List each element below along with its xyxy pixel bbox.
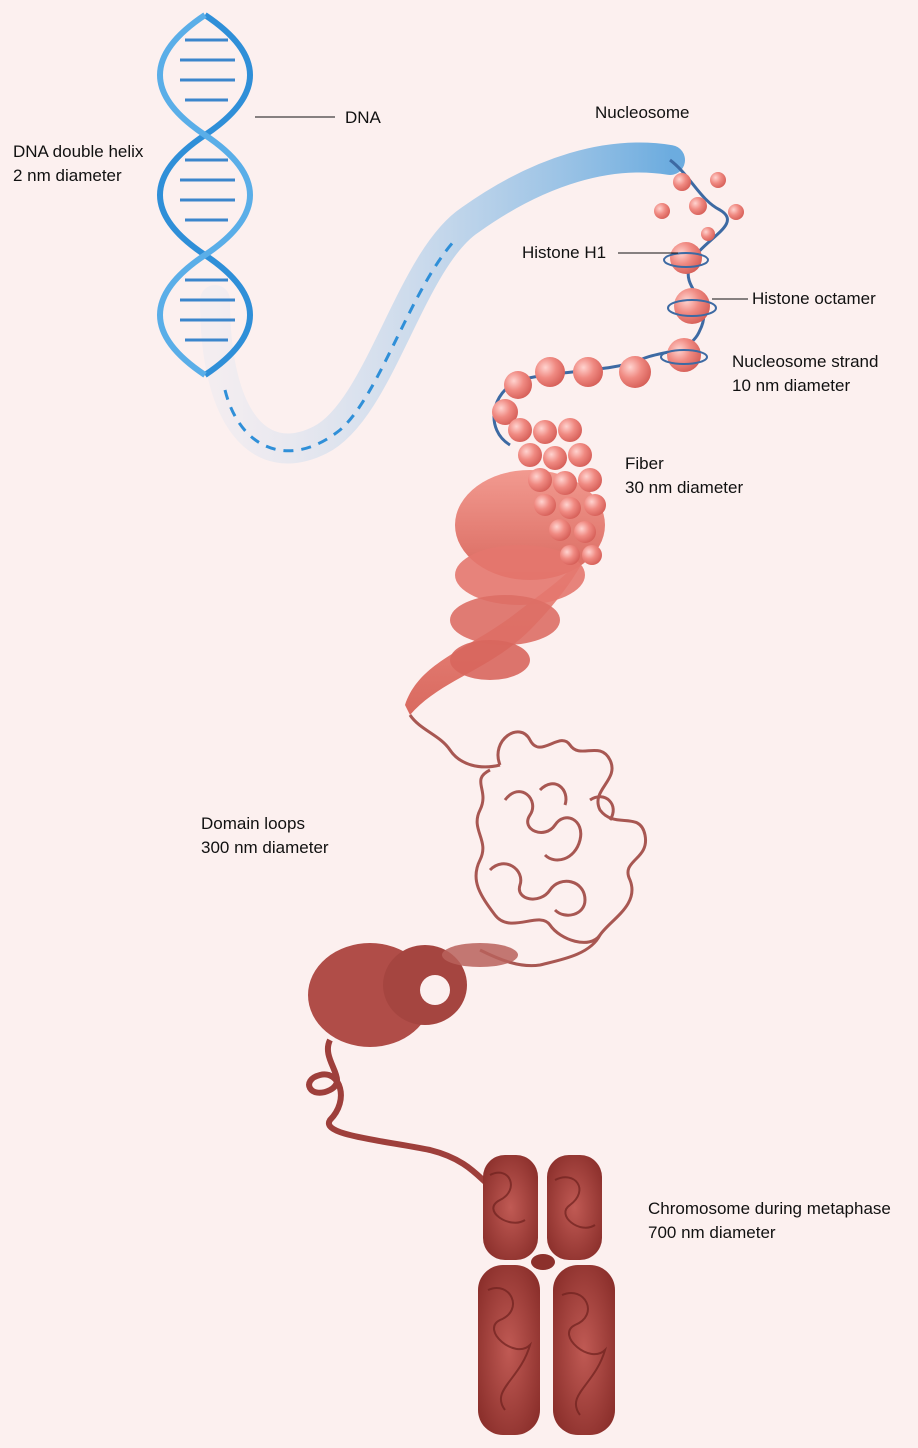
fiber [405, 418, 606, 715]
dna-label: DNA [345, 106, 381, 130]
dna-helix-diameter-label: 2 nm diameter [13, 164, 122, 188]
histone-octamer-label: Histone octamer [752, 287, 876, 311]
domain-loops-name-label: Domain loops [201, 812, 305, 836]
dna-helix-name-label: DNA double helix [13, 140, 143, 164]
nucleosomes [492, 160, 744, 445]
coiled-chromatin [308, 943, 518, 1190]
nucleosome-strand-name-label: Nucleosome strand [732, 350, 878, 374]
chromosome-diameter-label: 700 nm diameter [648, 1221, 776, 1245]
nucleosome-strand-diameter-label: 10 nm diameter [732, 374, 850, 398]
fiber-diameter-label: 30 nm diameter [625, 476, 743, 500]
metaphase-chromosome [478, 1155, 615, 1435]
chromosome-name-label: Chromosome during metaphase [648, 1197, 891, 1221]
nucleosome-label: Nucleosome [595, 101, 690, 125]
dna-ribbon [215, 158, 670, 449]
chromatin-tail [309, 1040, 495, 1190]
fiber-name-label: Fiber [625, 452, 664, 476]
domain-loops-diameter-label: 300 nm diameter [201, 836, 329, 860]
histone-h1-label: Histone H1 [522, 241, 606, 265]
domain-loops [410, 715, 646, 966]
